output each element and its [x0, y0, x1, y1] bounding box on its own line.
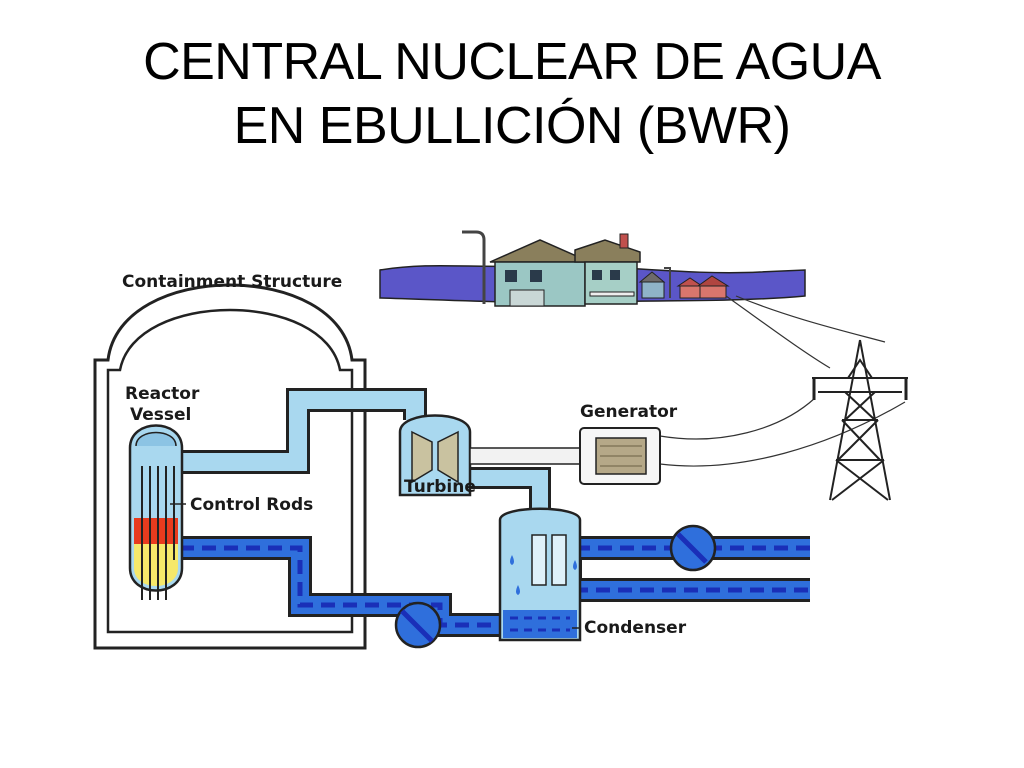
house-small: [638, 271, 666, 299]
control-rods: [141, 466, 175, 600]
label-reactor-line-1: Reactor: [125, 384, 200, 404]
fuel-core-warm: [134, 544, 178, 586]
condenser: [498, 507, 582, 642]
title-line-2: EN EBULLICIÓN (BWR): [233, 97, 791, 155]
feedwater-pipe: [180, 536, 520, 637]
town-landscape: [379, 230, 806, 307]
cooling-pump: [669, 524, 717, 572]
page-title: CENTRAL NUCLEAR DE AGUA EN EBULLICIÓN (B…: [0, 30, 1024, 158]
reactor-vessel: [128, 424, 184, 600]
label-control-rods: Control Rods: [190, 495, 313, 515]
label-reactor-line-2: Vessel: [130, 405, 191, 425]
houses-red: [676, 275, 730, 299]
turbine: [398, 414, 472, 497]
label-turbine: Turbine: [404, 477, 476, 497]
label-containment: Containment Structure: [122, 272, 342, 292]
label-generator: Generator: [580, 402, 678, 422]
leader-lines: [170, 503, 580, 629]
title-line-1: CENTRAL NUCLEAR DE AGUA: [143, 33, 881, 91]
feedwater-pump: [394, 601, 442, 649]
fuel-core-hot: [134, 518, 178, 544]
street-lamp-2: [664, 267, 671, 298]
steam-pipe: [182, 388, 551, 510]
street-lamp: [462, 230, 486, 304]
house-large: [489, 233, 641, 307]
label-condenser: Condenser: [584, 618, 687, 638]
generator: [469, 427, 661, 485]
transmission-tower: [812, 339, 908, 501]
